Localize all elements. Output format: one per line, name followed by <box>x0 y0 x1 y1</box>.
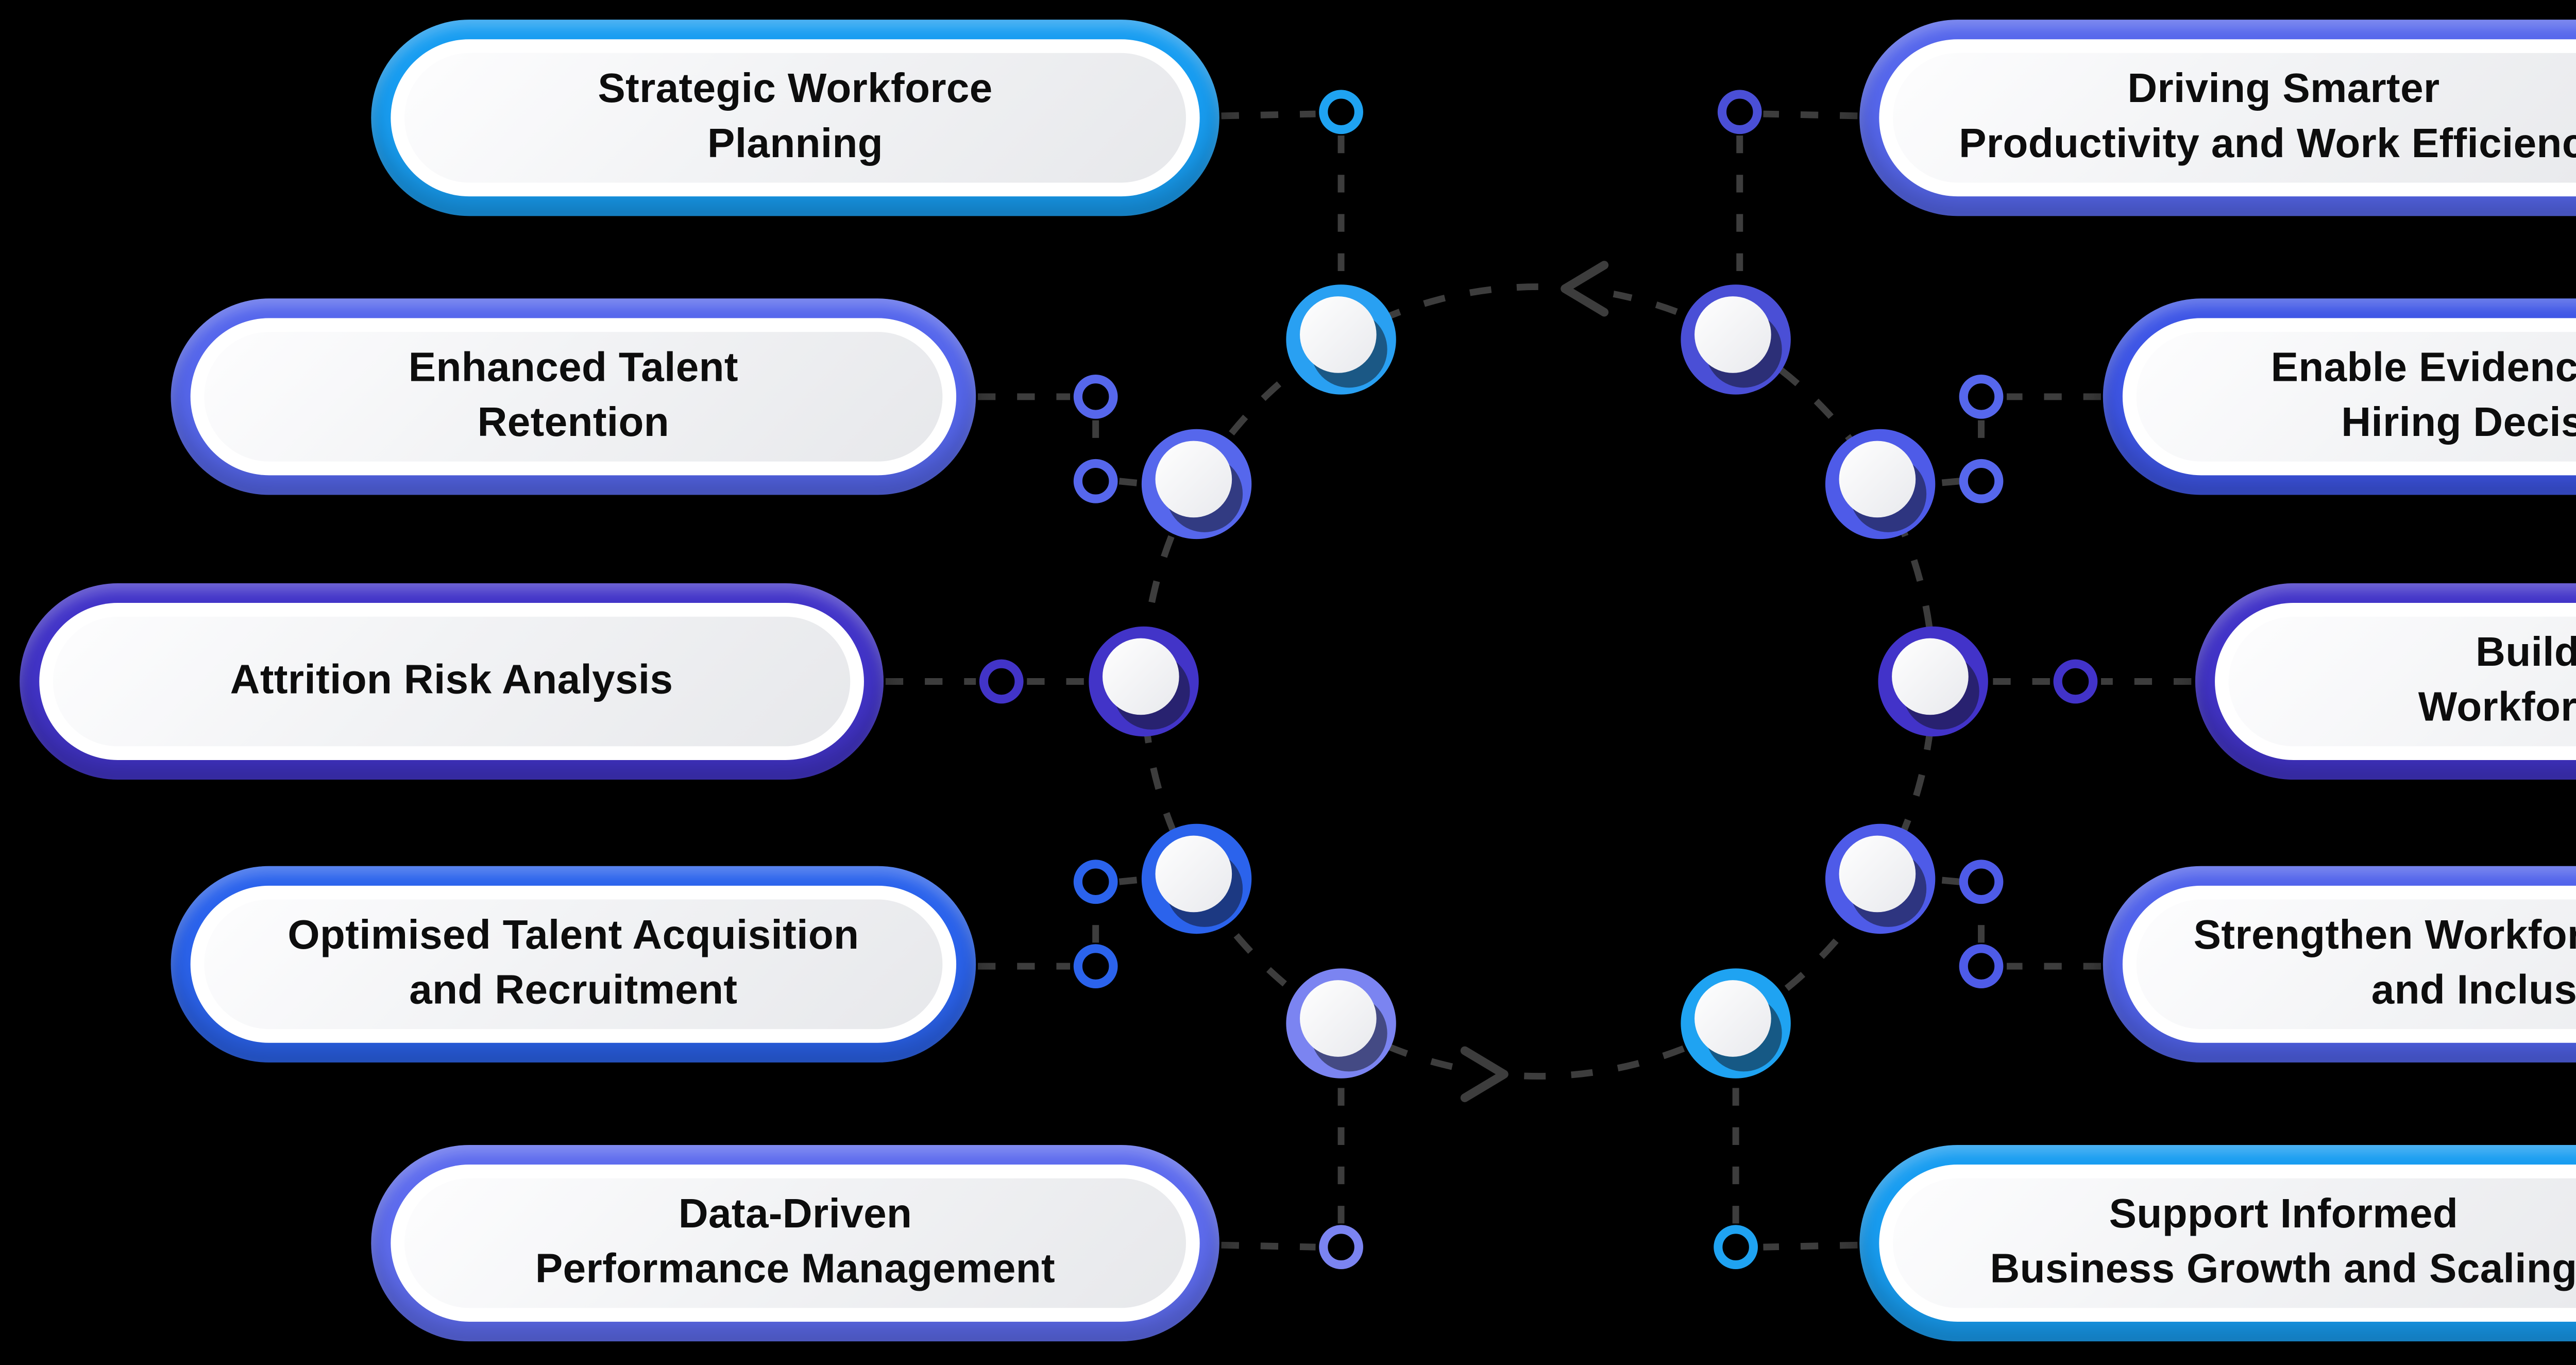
pill-white-band: Support Informed Business Growth and Sca… <box>1879 1165 2576 1322</box>
pill-support-business-growth: Support Informed Business Growth and Sca… <box>1859 1144 2576 1342</box>
pill-white-band: Driving Smarter Productivity and Work Ef… <box>1879 39 2576 197</box>
connector-ring <box>2053 659 2098 704</box>
pill-label-line: Planning <box>707 122 884 167</box>
node-face <box>1155 441 1232 518</box>
dashed-connector <box>1118 478 1140 487</box>
pill-optimised-talent-acquisition: Optimised Talent Acquisition and Recruit… <box>171 866 976 1063</box>
pill-label-line: Strategic Workforce <box>598 66 993 112</box>
pill-label: Data-Driven Performance Management <box>404 1178 1186 1308</box>
pill-label: Support Informed Business Growth and Sca… <box>1893 1178 2576 1308</box>
pill-enhanced-talent-retention: Enhanced Talent Retention <box>171 298 976 495</box>
pill-label: Strengthen Workforce Diversity and Inclu… <box>2136 899 2576 1030</box>
connector-ring <box>1319 1225 1363 1270</box>
dashed-connector <box>1763 110 1858 120</box>
pill-enable-evidence-based-hiring: Enable Evidence-Based Hiring Decisions <box>2103 298 2576 495</box>
pill-white-band: Optimised Talent Acquisition and Recruit… <box>190 885 957 1043</box>
node-face <box>1839 835 1916 913</box>
pill-label: Build Proactive Workforce Strategies <box>2228 616 2576 747</box>
node-face <box>1300 296 1377 373</box>
pill-label: Enable Evidence-Based Hiring Decisions <box>2136 332 2576 462</box>
pill-label-line: Productivity and Work Efficiency <box>1959 122 2576 167</box>
pill-label-line: Strengthen Workforce Diversity <box>2193 913 2576 958</box>
pill-label-line: Driving Smarter <box>2127 66 2440 112</box>
pill-label-line: Hiring Decisions <box>2341 400 2576 446</box>
dashed-connector <box>1938 478 1960 487</box>
connector-ring <box>1959 459 2004 503</box>
pill-label-line: Enable Evidence-Based <box>2270 345 2576 391</box>
pill-white-band: Data-Driven Performance Management <box>391 1165 1200 1322</box>
node-3 <box>1089 626 1199 737</box>
flow-arrow-left-icon <box>1561 261 1609 317</box>
node-face <box>1892 638 1969 715</box>
node-face <box>1300 980 1377 1057</box>
node-face <box>1103 638 1179 715</box>
pill-label-line: Data-Driven <box>678 1192 912 1238</box>
pill-label-line: and Recruitment <box>409 968 738 1014</box>
connector-ring <box>1073 374 1118 419</box>
pill-driving-smarter-productivity: Driving Smarter Productivity and Work Ef… <box>1859 20 2576 216</box>
pill-label: Driving Smarter Productivity and Work Ef… <box>1893 53 2576 183</box>
node-8 <box>1878 626 1988 737</box>
node-4 <box>1141 823 1252 934</box>
node-face <box>1155 835 1232 913</box>
node-9 <box>1825 823 1936 934</box>
pill-label: Strategic Workforce Planning <box>404 53 1186 183</box>
pill-label: Enhanced Talent Retention <box>204 332 943 462</box>
dashed-connector <box>1118 876 1140 885</box>
node-1 <box>1286 284 1396 395</box>
pill-label: Attrition Risk Analysis <box>53 616 851 747</box>
connector-ring <box>1959 860 2004 904</box>
pill-attrition-risk-analysis: Attrition Risk Analysis <box>20 583 884 780</box>
pill-white-band: Strengthen Workforce Diversity and Inclu… <box>2122 885 2576 1043</box>
connector-ring <box>1717 90 1762 134</box>
pill-label-line: Performance Management <box>535 1247 1056 1292</box>
pill-label-line: Build Proactive <box>2476 630 2576 676</box>
connector-ring <box>979 659 1024 704</box>
dashed-circle <box>1140 283 1937 1080</box>
pill-label-line: Workforce Strategies <box>2418 685 2576 731</box>
pill-label-line: Enhanced Talent <box>408 345 738 391</box>
dashed-connector <box>1938 876 1960 885</box>
connector-ring <box>1319 90 1363 134</box>
pill-white-band: Build Proactive Workforce Strategies <box>2215 603 2576 760</box>
pill-build-proactive-strategies: Build Proactive Workforce Strategies <box>2195 583 2576 780</box>
pill-white-band: Enable Evidence-Based Hiring Decisions <box>2122 318 2576 476</box>
connector-ring <box>1959 944 2004 988</box>
node-face <box>1694 980 1771 1057</box>
dashed-connector <box>1763 1241 1858 1251</box>
connector-ring <box>1073 459 1118 503</box>
pill-label: Optimised Talent Acquisition and Recruit… <box>204 899 943 1030</box>
pill-data-driven-performance: Data-Driven Performance Management <box>371 1144 1219 1342</box>
pill-label-line: and Inclusion <box>2371 968 2576 1014</box>
pill-label-line: Optimised Talent Acquisition <box>287 913 859 958</box>
connector-ring <box>1073 944 1118 988</box>
connector-ring <box>1959 374 2004 419</box>
pill-label-line: Business Growth and Scaling <box>1990 1247 2576 1292</box>
pill-white-band: Attrition Risk Analysis <box>39 603 864 760</box>
node-2 <box>1141 429 1252 540</box>
node-face <box>1694 296 1771 373</box>
pill-white-band: Enhanced Talent Retention <box>190 318 957 476</box>
dashed-connector <box>1221 110 1316 120</box>
pill-white-band: Strategic Workforce Planning <box>391 39 1200 197</box>
connector-ring <box>1073 860 1118 904</box>
node-6 <box>1681 284 1791 395</box>
node-face <box>1839 441 1916 518</box>
node-10 <box>1681 968 1791 1078</box>
node-5 <box>1286 968 1396 1078</box>
pill-label-line: Retention <box>477 400 670 446</box>
node-7 <box>1825 429 1936 540</box>
dashed-connector <box>1221 1241 1316 1251</box>
pill-strengthen-diversity-inclusion: Strengthen Workforce Diversity and Inclu… <box>2103 866 2576 1063</box>
pill-strategic-workforce-planning: Strategic Workforce Planning <box>371 20 1219 216</box>
pill-label-line: Support Informed <box>2109 1192 2459 1238</box>
pill-label-line: Attrition Risk Analysis <box>230 658 673 703</box>
connector-ring <box>1714 1225 1758 1270</box>
flow-arrow-right-icon <box>1460 1046 1509 1102</box>
